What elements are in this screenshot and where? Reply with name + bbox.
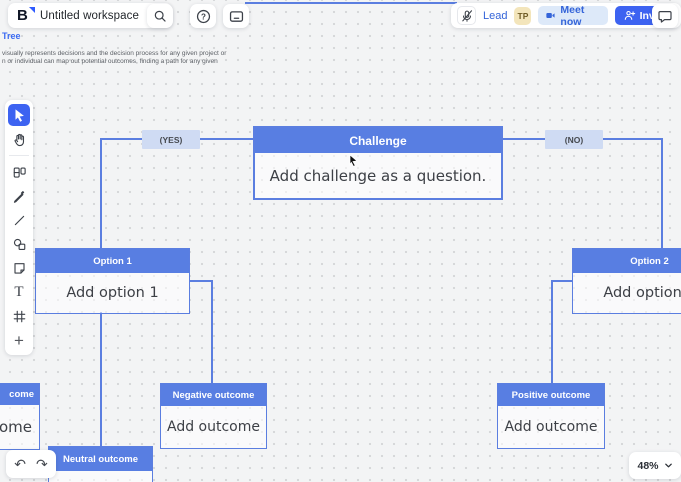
pencil-icon [13,190,24,203]
svg-text:?: ? [201,12,206,21]
node-negative-outcome-title: Negative outcome [161,384,266,406]
node-negative-outcome[interactable]: Negative outcome Add outcome [160,383,267,449]
node-positive-outcome-body[interactable]: Add outcome [498,406,604,448]
frame-icon [13,310,25,322]
present-screen-icon [229,10,243,22]
line-icon [14,215,24,225]
template-description-line2: n or individual can map out potential ou… [2,57,218,65]
search-button[interactable] [147,4,173,28]
layout-blocks-icon [13,166,26,178]
node-option2[interactable]: Option 2 Add option 2 [572,248,681,314]
node-option2-title: Option 2 [573,249,681,273]
plus-icon: + [14,330,24,350]
node-challenge[interactable]: Challenge Add challenge as a question. [253,126,503,200]
tools-toolbar: T + [5,100,33,355]
chat-bubble-icon [658,11,672,23]
more-tools-button[interactable]: + [8,329,30,351]
help-button[interactable]: ? [190,4,216,28]
node-neutral-outcome[interactable]: Neutral outcome [48,446,153,482]
chevron-down-icon [664,463,672,468]
lead-label[interactable]: Lead [483,9,508,22]
node-neutral-outcome-title: Neutral outcome [49,447,152,471]
node-outcome-left-cut-title: come [0,384,39,405]
node-option1[interactable]: Option 1 Add option 1 [35,248,190,314]
connector-no-vertical[interactable] [661,138,663,248]
templates-tool[interactable] [8,161,30,183]
shapes-icon [13,238,25,250]
logo-corner-accent [29,7,35,13]
undo-redo-panel: ↶ ↷ [6,450,56,478]
select-tool[interactable] [8,104,30,126]
comments-button[interactable] [652,4,678,28]
node-challenge-body[interactable]: Add challenge as a question. [255,153,501,198]
node-option2-body[interactable]: Add option 2 [573,273,681,313]
search-icon [154,10,166,22]
node-option1-title: Option 1 [36,249,189,273]
pen-tool[interactable] [8,185,30,207]
invite-person-icon [624,11,635,20]
hand-icon [13,133,24,146]
edge-label-yes[interactable]: (YES) [142,130,200,149]
edge-label-no[interactable]: (NO) [545,130,603,149]
node-challenge-title: Challenge [255,128,501,153]
sticky-note-tool[interactable] [8,257,30,279]
node-option1-body[interactable]: Add option 1 [36,273,189,313]
node-outcome-left-cut-body[interactable]: ome [0,405,39,449]
redo-button[interactable]: ↷ [36,457,48,471]
meet-now-button[interactable]: Meet now [538,3,608,28]
node-positive-outcome[interactable]: Positive outcome Add outcome [497,383,605,449]
cursor-arrow-icon [15,109,24,122]
node-positive-outcome-title: Positive outcome [498,384,604,406]
meet-now-label: Meet now [560,3,585,28]
workspace-title[interactable]: Untitled workspace [40,9,139,22]
app-logo[interactable]: B [17,7,35,24]
line-tool[interactable] [8,209,30,231]
connector-option2-positive-v[interactable] [551,280,553,383]
connector-yes-vertical[interactable] [100,138,102,248]
text-tool[interactable]: T [8,281,30,303]
undo-button[interactable]: ↶ [14,457,26,471]
node-negative-outcome-body[interactable]: Add outcome [161,406,266,448]
connector-top-edge[interactable] [245,2,457,4]
node-neutral-outcome-body[interactable] [49,471,152,482]
video-camera-icon [546,13,556,18]
redo-icon: ↷ [36,456,48,472]
sticky-note-icon [13,262,25,274]
collaboration-panel: Lead TP Meet now Invite [451,3,681,28]
frame-tool[interactable] [8,305,30,327]
toolbar-divider [9,155,29,156]
zoom-control[interactable]: 48% [629,452,681,479]
help-icon: ? [196,9,210,23]
mic-off-button[interactable] [457,6,476,25]
node-outcome-left-cut[interactable]: come ome [0,383,40,450]
connector-option1-negative-h[interactable] [190,280,213,282]
connector-option2-positive-h[interactable] [552,280,573,282]
present-button[interactable] [223,4,249,28]
template-title: Tree [2,31,21,41]
connector-option1-neutral[interactable] [100,312,102,448]
template-description: visually represents decisions and the de… [2,50,226,65]
undo-icon: ↶ [14,456,26,472]
zoom-level: 48% [637,459,659,472]
shapes-tool[interactable] [8,233,30,255]
text-tool-icon: T [14,283,24,300]
mouse-cursor [348,154,360,173]
connector-option1-negative-v[interactable] [211,280,213,383]
hand-tool[interactable] [8,128,30,150]
user-avatar[interactable]: TP [514,6,532,25]
template-description-line1: visually represents decisions and the de… [2,50,227,57]
mic-off-icon [461,9,472,22]
